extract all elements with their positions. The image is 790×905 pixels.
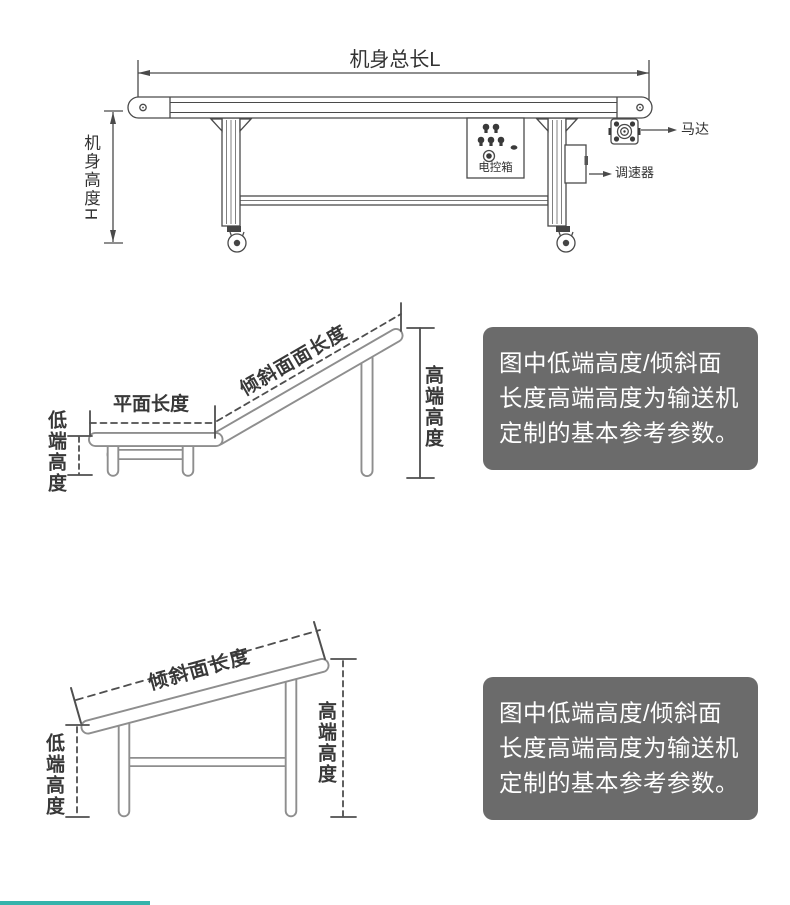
control-buttons: [477, 123, 518, 150]
bottom-accent-strip: [0, 901, 150, 905]
total-length-label: 机身总长L: [349, 49, 441, 71]
body-height-dimension: [104, 110, 123, 244]
flat-length-label: 平面长度: [112, 394, 189, 415]
dimensions: [65, 621, 357, 818]
low-end-height-label-bottom: 低端高度: [43, 733, 64, 817]
speed-controller-label: 调速器: [615, 165, 655, 180]
frame: [117, 669, 298, 818]
high-end-height-dimension: [330, 658, 357, 818]
dimensions: [67, 302, 435, 479]
low-end-height-label-middle: 低端高度: [45, 410, 66, 494]
belt: [80, 658, 330, 735]
low-end-height-dimension: [65, 724, 90, 818]
pointer-arrow-icon: [603, 171, 612, 177]
frame: [106, 349, 374, 477]
right-pulley-axle: [636, 103, 644, 112]
speed-controller-box: [564, 144, 612, 184]
incline-length-dimension: [70, 621, 326, 724]
conveyor-frame: [209, 117, 579, 227]
control-box-label: 电控箱: [478, 162, 513, 174]
note-box-bottom: 图中低端高度/倾斜面 长度高端高度为输送机 定制的基本参考参数。: [483, 677, 758, 820]
incline-flat-conveyor-diagram: [67, 302, 435, 479]
pointer-arrow-icon: [668, 127, 677, 133]
left-leg: [209, 117, 253, 227]
high-end-height-dimension: [406, 327, 435, 479]
high-end-height-label-middle: 高端高度: [422, 365, 443, 449]
right-caster: [556, 226, 576, 253]
control-knob: [482, 149, 496, 163]
body-height-label: 机身高度H: [81, 134, 100, 222]
low-end-height-dimension: [67, 435, 93, 476]
left-caster: [227, 226, 247, 253]
total-length-dimension: [137, 60, 650, 100]
motor: [608, 118, 677, 145]
incline-length-dimension: [216, 302, 402, 422]
incline-conveyor-diagram: [65, 621, 357, 818]
arrow-up-icon: [110, 112, 116, 124]
top-conveyor-diagram: [104, 60, 677, 253]
arrow-left-icon: [138, 70, 150, 76]
arrow-right-icon: [637, 70, 649, 76]
arrow-down-icon: [110, 230, 116, 242]
flat-length-dimension: [89, 405, 216, 439]
motor-label: 马达: [681, 121, 709, 137]
belt-body: [127, 96, 653, 119]
control-box: [466, 117, 525, 179]
note-box-middle: 图中低端高度/倾斜面 长度高端高度为输送机 定制的基本参考参数。: [483, 327, 758, 470]
left-pulley-axle: [139, 103, 147, 112]
high-end-height-label-bottom: 高端高度: [315, 701, 336, 785]
belt: [88, 328, 404, 447]
